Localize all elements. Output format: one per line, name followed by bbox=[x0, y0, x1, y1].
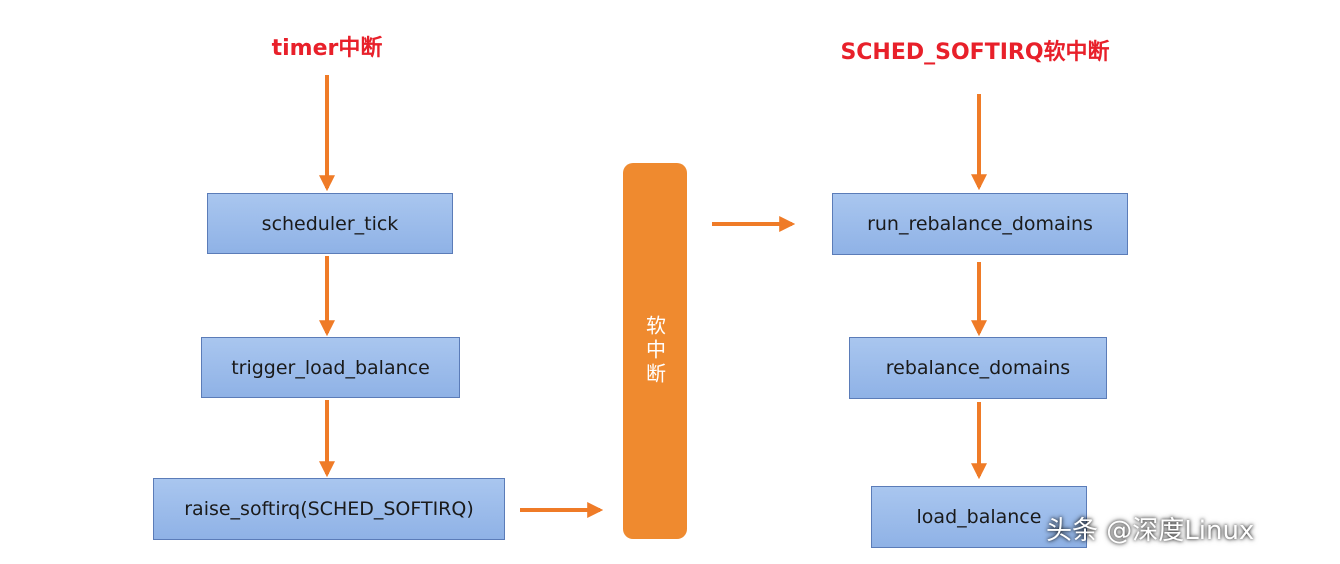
box-trigger-load-balance: trigger_load_balance bbox=[201, 337, 460, 398]
box-scheduler-tick: scheduler_tick bbox=[207, 193, 453, 254]
box-run-rebalance-domains: run_rebalance_domains bbox=[832, 193, 1128, 255]
softirq-bar-label: 软中断 bbox=[642, 315, 667, 387]
left-column-heading: timer中断 bbox=[271, 36, 383, 61]
right-column-heading: SCHED_SOFTIRQ软中断 bbox=[840, 40, 1110, 65]
watermark: 头条 @深度Linux bbox=[1046, 516, 1255, 546]
softirq-bar: 软中断 bbox=[623, 163, 687, 539]
box-rebalance-domains: rebalance_domains bbox=[849, 337, 1107, 399]
box-raise-softirq: raise_softirq(SCHED_SOFTIRQ) bbox=[153, 478, 505, 540]
box-load-balance: load_balance bbox=[871, 486, 1087, 548]
